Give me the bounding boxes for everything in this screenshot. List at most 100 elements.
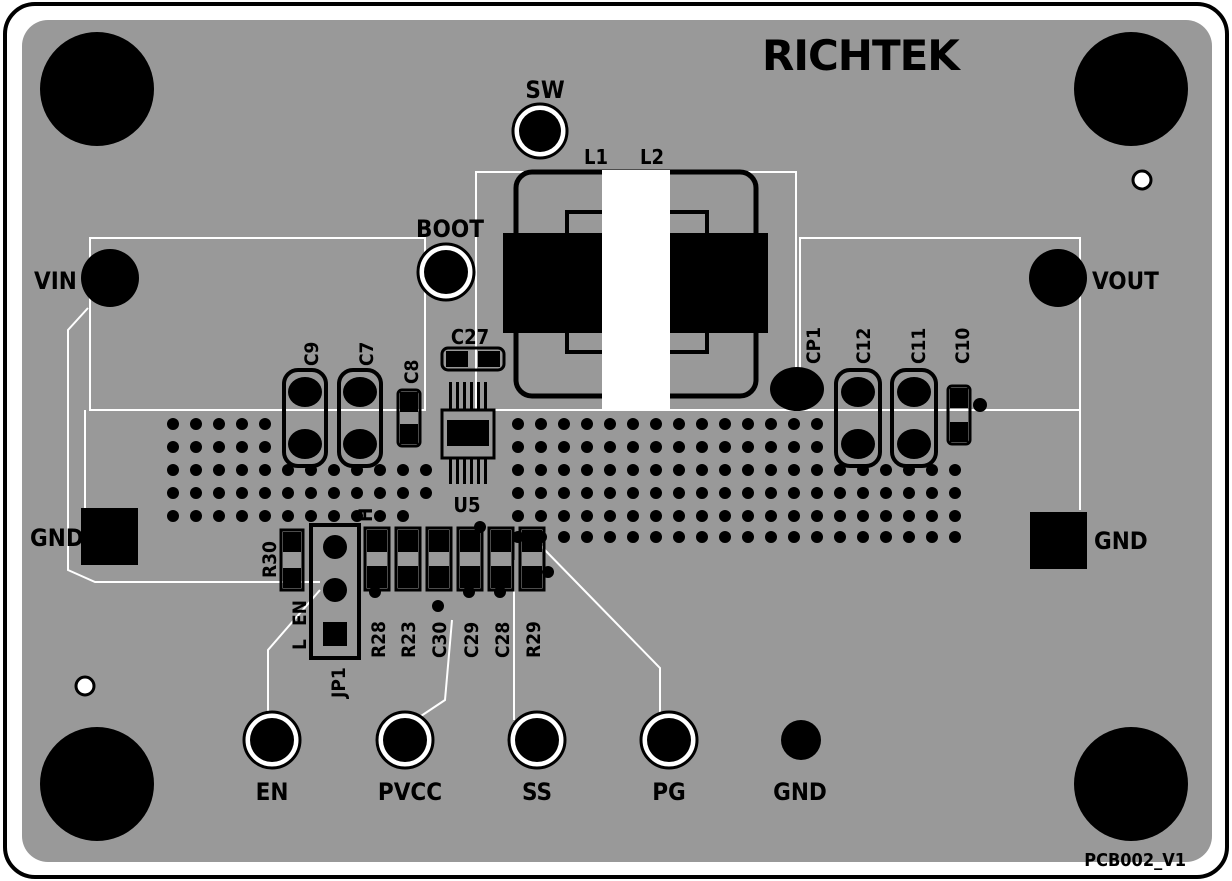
thermal-via — [374, 510, 386, 522]
label-pvcc: PVCC — [378, 778, 442, 806]
thermal-via — [627, 531, 639, 543]
thermal-via — [604, 418, 616, 430]
thermal-via — [236, 464, 248, 476]
smd-pad — [460, 530, 480, 552]
thermal-via — [903, 510, 915, 522]
label-gnd-right: GND — [1094, 527, 1148, 555]
thermal-via — [811, 487, 823, 499]
thermal-via — [765, 487, 777, 499]
terminal-vout-pad[interactable] — [1029, 249, 1087, 307]
jumper-jp1[interactable] — [309, 523, 361, 660]
thermal-via — [673, 441, 685, 453]
testpoint-sw[interactable] — [511, 102, 569, 160]
thermal-via — [328, 464, 340, 476]
thermal-via — [259, 464, 271, 476]
capacitor-c27 — [440, 346, 506, 372]
capacitor-c7 — [337, 368, 383, 468]
smd-pad — [522, 530, 542, 552]
thermal-via — [535, 487, 547, 499]
thermal-via — [259, 510, 271, 522]
testpoint-pvcc[interactable] — [375, 710, 435, 770]
thermal-via — [627, 487, 639, 499]
label-r28: R28 — [368, 621, 390, 658]
thermal-via — [535, 510, 547, 522]
thermal-via — [811, 464, 823, 476]
thermal-via — [259, 418, 271, 430]
label-l1: L1 — [584, 145, 608, 169]
thermal-via — [282, 487, 294, 499]
thermal-via — [558, 510, 570, 522]
thermal-via — [627, 418, 639, 430]
thermal-via — [788, 441, 800, 453]
testpoint-en[interactable] — [242, 710, 302, 770]
thermal-via — [857, 487, 869, 499]
thermal-via — [236, 487, 248, 499]
thermal-via — [627, 464, 639, 476]
label-u5: U5 — [453, 493, 480, 517]
thermal-via — [742, 487, 754, 499]
testpoint-ss[interactable] — [507, 710, 567, 770]
smd-pad — [429, 566, 449, 588]
capacitor-c8 — [396, 388, 422, 448]
thermal-via — [558, 418, 570, 430]
ic-u5 — [440, 382, 496, 484]
smd-pad — [491, 566, 511, 588]
thermal-via — [949, 487, 961, 499]
thermal-via — [305, 487, 317, 499]
thermal-via — [742, 510, 754, 522]
thermal-via — [880, 464, 892, 476]
label-jumper-h: H — [355, 508, 377, 522]
thermal-via — [374, 487, 386, 499]
thermal-via — [765, 441, 777, 453]
thermal-via — [673, 531, 685, 543]
thermal-via — [949, 531, 961, 543]
thermal-via — [949, 510, 961, 522]
smd-pad — [398, 530, 418, 552]
thermal-via — [167, 510, 179, 522]
thermal-via — [604, 464, 616, 476]
terminal-gnd-right-pad[interactable] — [1030, 512, 1087, 569]
label-c12: C12 — [853, 328, 875, 364]
thermal-via — [742, 464, 754, 476]
thermal-via — [420, 487, 432, 499]
smd-pad — [398, 566, 418, 588]
thermal-via — [880, 531, 892, 543]
thermal-via — [627, 441, 639, 453]
thermal-via — [834, 531, 846, 543]
mounting-hole-bottom-left — [40, 727, 154, 841]
thermal-via — [535, 418, 547, 430]
thermal-via — [581, 464, 593, 476]
thermal-via — [811, 441, 823, 453]
smd-pad — [491, 530, 511, 552]
thermal-via — [696, 441, 708, 453]
testpoint-pg[interactable] — [639, 710, 699, 770]
thermal-via — [742, 441, 754, 453]
thermal-via — [742, 418, 754, 430]
thermal-via — [949, 464, 961, 476]
label-c10: C10 — [952, 328, 974, 364]
testpoint-boot[interactable] — [416, 242, 476, 302]
terminal-vin-pad[interactable] — [81, 249, 139, 307]
thermal-via — [650, 441, 662, 453]
thermal-via — [926, 464, 938, 476]
terminal-gnd-left-pad[interactable] — [81, 508, 138, 565]
label-c9: C9 — [301, 342, 323, 366]
label-boot: BOOT — [416, 215, 484, 243]
label-c28: C28 — [492, 622, 514, 658]
thermal-via — [581, 531, 593, 543]
thermal-via — [259, 487, 271, 499]
testpoint-gnd-bottom[interactable] — [781, 720, 821, 760]
thermal-via — [213, 441, 225, 453]
smd-outline — [394, 526, 422, 592]
thermal-via — [167, 464, 179, 476]
label-en: EN — [256, 778, 289, 806]
label-l2: L2 — [640, 145, 664, 169]
thermal-via — [765, 531, 777, 543]
thermal-via — [765, 510, 777, 522]
label-r23: R23 — [398, 621, 420, 658]
thermal-via — [696, 418, 708, 430]
thermal-via — [581, 441, 593, 453]
thermal-via — [604, 531, 616, 543]
brand-logo: RICHTEK — [762, 31, 961, 80]
thermal-via — [190, 441, 202, 453]
